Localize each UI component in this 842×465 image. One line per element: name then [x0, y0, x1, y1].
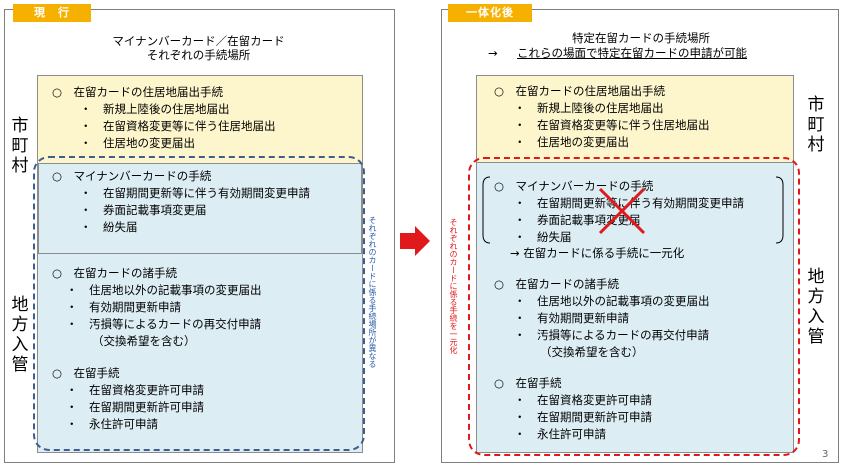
right-city-label-1: 市 [807, 95, 825, 115]
right-card-item-3: ・ 汚損等によるカードの再交付申請 [514, 328, 710, 342]
left-heading-line1: マイナンバーカード／在留カード [112, 34, 285, 48]
left-card-title: ○ 在留カードの諸手続 [52, 266, 178, 280]
left-card-item-3: ・ 汚損等によるカードの再交付申請 [66, 317, 262, 331]
left-immig-label-2: 方 [11, 315, 29, 335]
left-residence-title: ○ 在留カードの住居地届出手続 [52, 85, 224, 99]
right-residence-item-1: ・ 新規上陸後の住居地届出 [514, 101, 664, 115]
left-vertical-note: それぞれのカードに係る手続場所が異なる [368, 216, 377, 368]
right-city-box [476, 75, 794, 164]
right-city-label-2: 町 [807, 115, 825, 135]
left-stay-item-2: ・ 在留期間更新許可申請 [66, 400, 204, 414]
left-residence-item-3: ・ 住居地の変更届出 [80, 136, 195, 150]
left-immig-label-3: 入 [11, 335, 29, 355]
right-card-item-1: ・ 住居地以外の記載事項の変更届出 [514, 294, 710, 308]
left-stay-item-1: ・ 在留資格変更許可申請 [66, 383, 204, 397]
right-immig-label-1: 地 [807, 267, 825, 287]
page-number: 3 [822, 449, 829, 460]
right-immig-label-3: 入 [807, 307, 825, 327]
left-mynumber-item-1: ・ 在留期間更新等に伴う有効期間変更申請 [80, 186, 310, 200]
right-stay-item-1: ・ 在留資格変更許可申請 [514, 393, 652, 407]
right-arrow-icon [400, 226, 430, 256]
left-mynumber-title: ○ マイナンバーカードの手続 [52, 169, 212, 183]
right-immigration-box [476, 162, 794, 453]
right-mynumber-title: ○ マイナンバーカードの手続 [494, 179, 654, 193]
right-vertical-note: それぞれのカードに係る手続を一元化 [449, 218, 458, 354]
right-tag: 一体化後 [448, 4, 532, 22]
left-mynumber-item-2: ・ 券面記載事項変更届 [80, 203, 207, 217]
right-residence-title: ○ 在留カードの住居地届出手続 [494, 84, 666, 98]
right-heading-arrow: → [488, 46, 498, 60]
right-heading-line2: これらの場面で特定在留カードの申請が可能 [517, 46, 747, 60]
left-mynumber-item-3: ・ 紛失届 [80, 220, 138, 234]
right-heading-line1: 特定在留カードの手続場所 [572, 31, 710, 45]
right-card-note: （交換希望を含む） [540, 345, 644, 359]
right-dashed-group [468, 157, 800, 456]
right-card-item-2: ・ 有効期間更新申請 [514, 311, 629, 325]
right-mynumber-bracket [482, 176, 784, 244]
left-residence-item-1: ・ 新規上陸後の住居地届出 [80, 102, 230, 116]
right-immig-label-4: 管 [807, 327, 825, 347]
left-immigration-box [37, 251, 363, 453]
left-immig-label-1: 地 [11, 295, 29, 315]
right-card-title: ○ 在留カードの諸手続 [494, 277, 620, 291]
right-residence-item-3: ・ 住居地の変更届出 [514, 135, 629, 149]
right-immig-label-2: 方 [807, 287, 825, 307]
left-city-label-1: 市 [11, 116, 29, 136]
left-card-item-2: ・ 有効期間更新申請 [66, 300, 181, 314]
right-mynumber-item-3: ・ 紛失届 [514, 230, 572, 244]
left-stay-title: ○ 在留手続 [52, 366, 120, 380]
right-stay-item-3: ・ 永住許可申請 [514, 427, 606, 441]
cross-icon [598, 187, 646, 235]
left-city-label-3: 村 [11, 156, 29, 176]
left-card-note: （交換希望を含む） [92, 334, 196, 348]
left-heading-line2: それぞれの手続場所 [146, 48, 251, 62]
left-residence-item-2: ・ 在留資格変更等に伴う住居地届出 [80, 119, 276, 133]
left-city-label-2: 町 [11, 136, 29, 156]
left-stay-item-3: ・ 永住許可申請 [66, 417, 158, 431]
right-unify-note: → 在留カードに係る手続に一元化 [510, 246, 685, 260]
left-immig-label-4: 管 [11, 355, 29, 375]
right-stay-item-2: ・ 在留期間更新許可申請 [514, 410, 652, 424]
left-card-item-1: ・ 住居地以外の記載事項の変更届出 [66, 283, 262, 297]
right-residence-item-2: ・ 在留資格変更等に伴う住居地届出 [514, 118, 710, 132]
left-dashed-group [33, 156, 365, 451]
left-mynumber-box [38, 163, 362, 254]
right-stay-title: ○ 在留手続 [494, 376, 562, 390]
left-tag: 現 行 [13, 4, 91, 22]
right-city-label-3: 村 [807, 135, 825, 155]
